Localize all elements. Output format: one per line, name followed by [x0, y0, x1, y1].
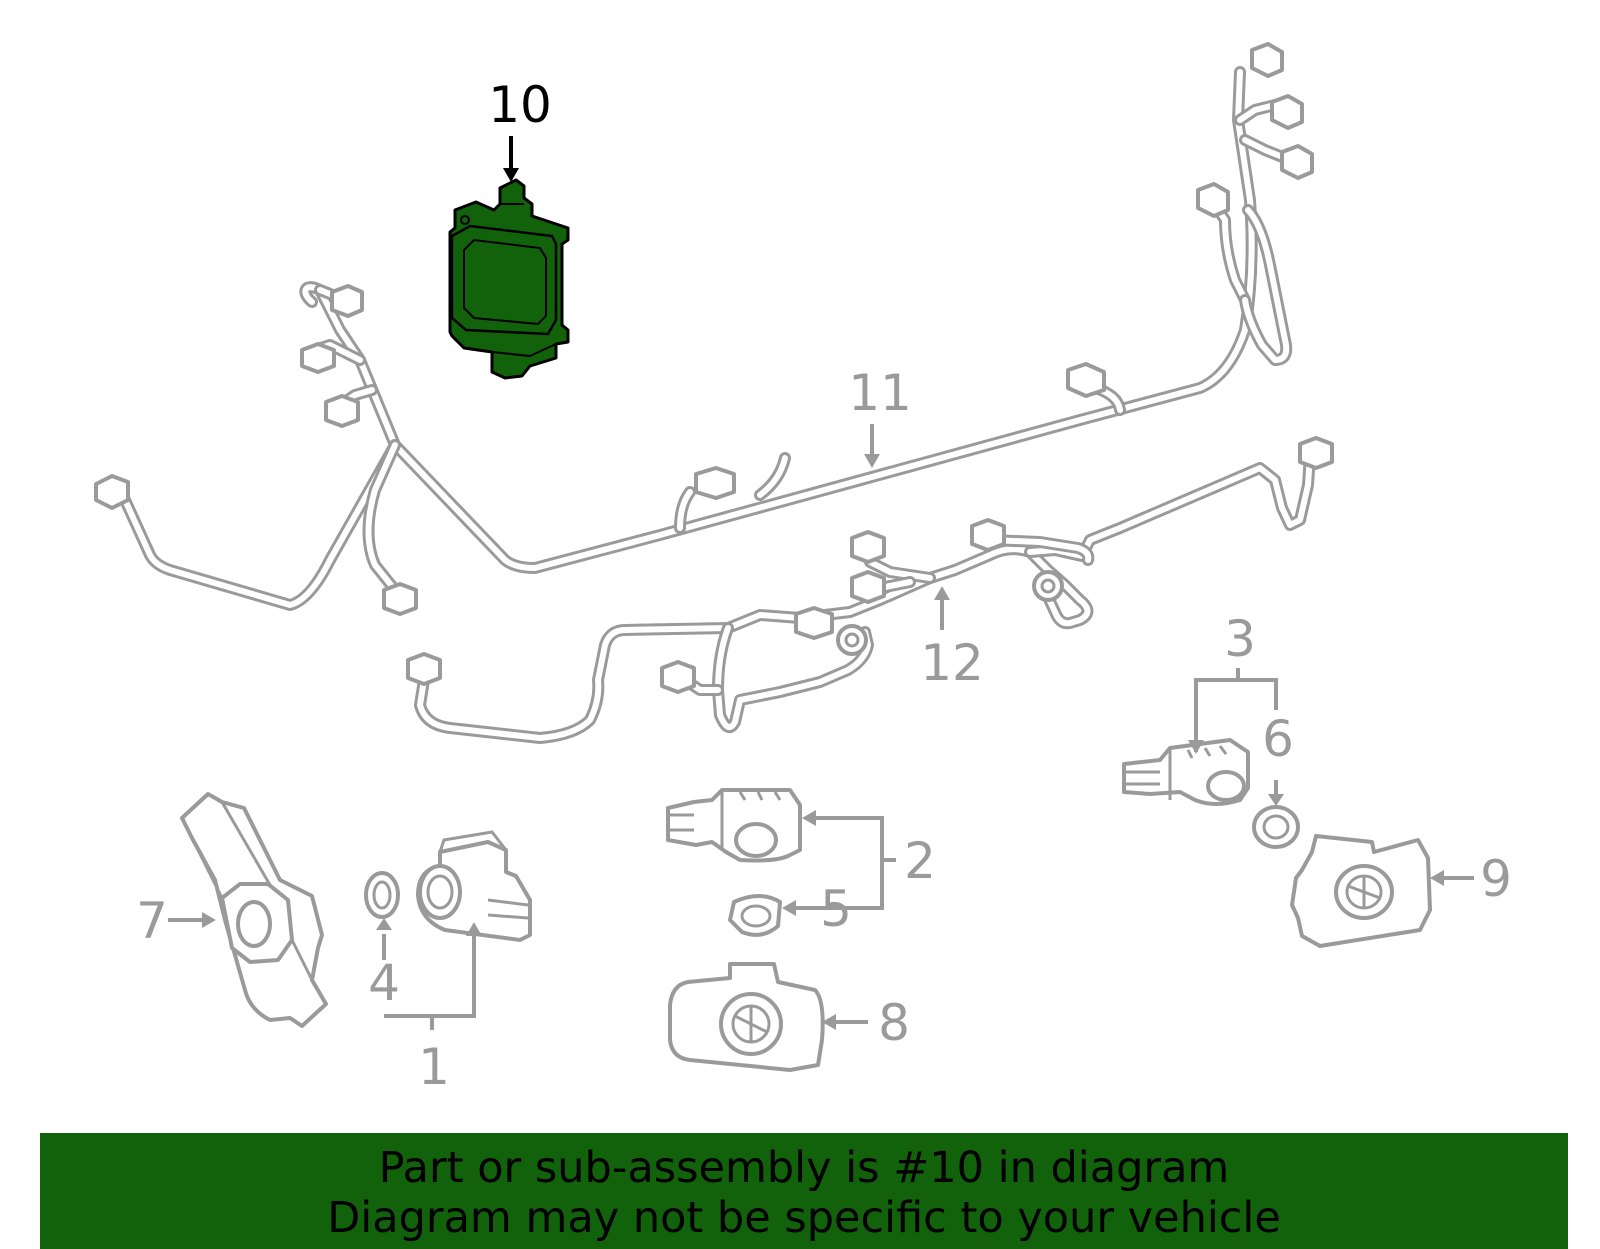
callout-1: 1 — [418, 1038, 450, 1096]
callout-12: 12 — [920, 634, 984, 692]
connector-icon — [94, 42, 1314, 616]
callout-11: 11 — [848, 364, 912, 422]
callout-8: 8 — [878, 994, 910, 1052]
callout-5: 5 — [820, 880, 852, 938]
callout-10: 10 — [488, 76, 552, 134]
connector-icon — [406, 436, 1334, 694]
info-banner: Part or sub-assembly is #10 in diagram D… — [40, 1133, 1568, 1249]
wire-harness-11[interactable] — [94, 42, 1314, 616]
callout-4: 4 — [368, 954, 400, 1012]
callout-2: 2 — [904, 832, 936, 890]
bracket-7[interactable] — [180, 792, 328, 1028]
grommet-icon — [836, 570, 1064, 656]
callout-7: 7 — [136, 892, 168, 950]
sensor-2[interactable] — [666, 788, 802, 863]
banner-line-2: Diagram may not be specific to your vehi… — [327, 1193, 1281, 1243]
leader-lines — [168, 136, 1474, 1030]
bezel-8[interactable] — [668, 962, 825, 1072]
wire-harness-12[interactable] — [406, 436, 1334, 744]
banner-line-1: Part or sub-assembly is #10 in diagram — [378, 1143, 1230, 1193]
callout-9: 9 — [1480, 850, 1512, 908]
ring-4[interactable] — [364, 871, 400, 919]
callout-3: 3 — [1224, 610, 1256, 668]
sensor-1[interactable] — [416, 830, 532, 942]
ring-6[interactable] — [1252, 805, 1300, 849]
ring-5[interactable] — [728, 894, 782, 937]
bezel-9[interactable] — [1290, 834, 1432, 948]
callout-6: 6 — [1262, 710, 1294, 768]
sensor-3[interactable] — [1122, 738, 1250, 806]
control-module-10[interactable] — [448, 178, 570, 380]
